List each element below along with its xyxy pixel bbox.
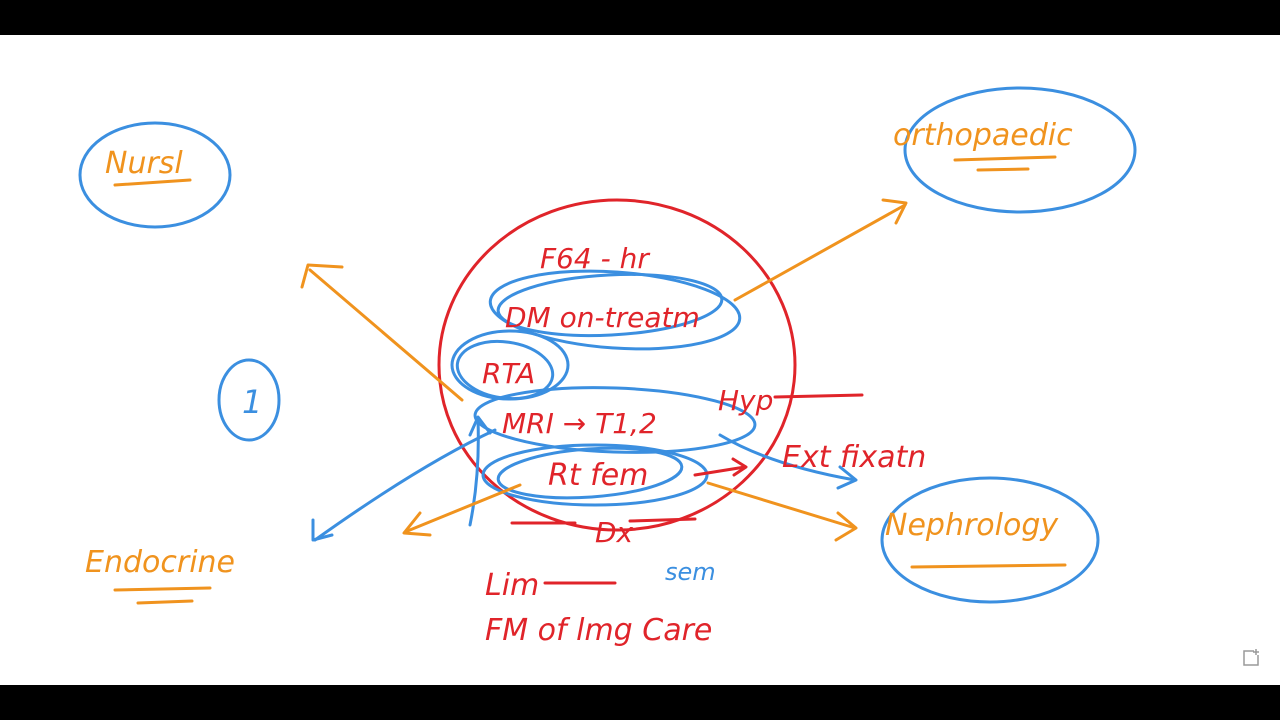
label-nursing: Nursl bbox=[105, 146, 183, 181]
nephrology-circle bbox=[880, 476, 1100, 604]
label-orthopaedics: orthopaedic bbox=[893, 118, 1073, 153]
dx-line-right bbox=[628, 517, 697, 523]
arrow-down-left bbox=[403, 483, 522, 534]
arrow-to-ortho bbox=[733, 203, 907, 302]
nursing-circle bbox=[78, 121, 232, 229]
label-nephrology: Nephrology bbox=[885, 508, 1059, 543]
expand-icon[interactable] bbox=[1240, 647, 1262, 669]
highlight-dm-2 bbox=[496, 272, 724, 338]
letterbox-bottom bbox=[0, 685, 1280, 720]
note-line2: DM on-treatm bbox=[505, 301, 700, 334]
nephro-underline bbox=[910, 563, 1067, 569]
note-hyp: Hyp bbox=[718, 384, 773, 417]
letterbox-top bbox=[0, 0, 1280, 35]
arrow-to-nursing-head bbox=[300, 263, 344, 289]
arrow-upward-head bbox=[468, 415, 492, 437]
arrow-to-ortho-head bbox=[881, 198, 908, 225]
arrow-to-nephro-head bbox=[834, 511, 858, 542]
arrow-to-nursing bbox=[308, 268, 464, 402]
note-bullet2: FM of lmg Care bbox=[485, 613, 712, 648]
endocrine-underline bbox=[113, 586, 212, 592]
number-circle bbox=[217, 358, 281, 442]
label-endocrine: Endocrine bbox=[85, 545, 235, 580]
note-line6: Dx bbox=[595, 516, 634, 549]
note-sem: sem bbox=[665, 558, 716, 586]
highlight-dm bbox=[488, 269, 742, 351]
note-line5: Rt fem bbox=[548, 458, 648, 493]
note-bullet1: Lim bbox=[485, 568, 539, 603]
hyp-line bbox=[773, 393, 864, 399]
arrow-to-nephro bbox=[706, 481, 857, 530]
center-circle bbox=[437, 198, 797, 532]
endocrine-underline-2 bbox=[136, 599, 194, 605]
ortho-underline bbox=[953, 155, 1057, 162]
nursing-underline bbox=[113, 178, 192, 187]
arrow-to-endocrine-head bbox=[311, 518, 334, 542]
arrow-ext-fix bbox=[718, 433, 857, 482]
note-ext-fixation: Ext fixatn bbox=[782, 440, 926, 475]
whiteboard-drawing: Nursl orthopaedic Endocrine Nephrology 1… bbox=[78, 86, 1137, 648]
highlight-mri bbox=[473, 386, 757, 454]
highlight-fem-2 bbox=[496, 446, 684, 500]
arrow-fem-right bbox=[693, 465, 747, 477]
note-line1: F64 - hr bbox=[540, 242, 650, 275]
arrow-fem-right-head bbox=[731, 457, 748, 477]
ortho-underline-2 bbox=[976, 167, 1030, 172]
label-number: 1 bbox=[242, 383, 262, 421]
note-line4: MRI → T1,2 bbox=[502, 407, 657, 440]
whiteboard-canvas[interactable]: Nursl orthopaedic Endocrine Nephrology 1… bbox=[0, 35, 1280, 685]
arrow-down-left-head bbox=[402, 511, 432, 537]
note-line3: RTA bbox=[482, 357, 535, 390]
arrow-to-endocrine bbox=[313, 428, 497, 542]
orthopaedics-circle bbox=[903, 86, 1137, 214]
arrow-ext-fix-head bbox=[836, 465, 858, 490]
arrow-upward bbox=[468, 418, 480, 527]
highlight-fem bbox=[481, 443, 709, 507]
